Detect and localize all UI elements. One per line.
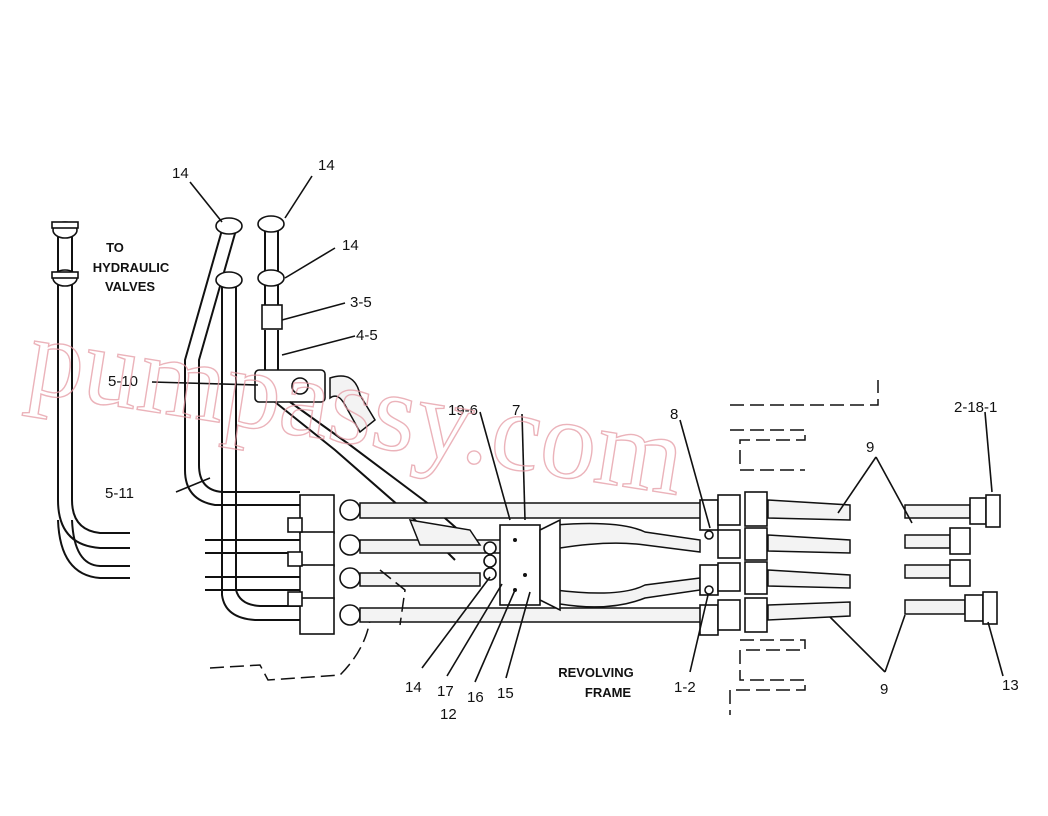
horizontal-hoses-left: [205, 500, 371, 681]
label-frame: FRAME: [585, 685, 632, 700]
main-hoses: [359, 502, 716, 623]
part-14-b: 14: [318, 157, 335, 174]
label-revolving: REVOLVING: [558, 665, 634, 680]
leader-lines: [151, 175, 1004, 683]
part-5-11: 5-11: [105, 485, 134, 502]
right-hoses: [767, 499, 851, 621]
part-14-a: 14: [172, 165, 189, 182]
label-hydraulic: HYDRAULIC: [93, 260, 170, 275]
label-to: TO: [106, 240, 124, 255]
tee-fitting: [254, 369, 471, 561]
swivel-block: [408, 518, 561, 612]
part-1-2: 1-2: [674, 679, 696, 696]
part-5-10: 5-10: [108, 373, 138, 390]
part-2-18-1: 2-18-1: [954, 399, 997, 416]
part-15: 15: [497, 685, 514, 702]
part-16: 16: [467, 689, 484, 706]
part-19-6: 19-6: [448, 402, 478, 419]
part-13: 13: [1002, 677, 1019, 694]
pipes-to-valves: [51, 221, 130, 579]
part-14-d: 14: [405, 679, 422, 696]
left-manifold: [287, 494, 361, 635]
cylinder-fittings: [904, 494, 1001, 625]
part-17: 17: [437, 683, 454, 700]
label-valves: VALVES: [105, 279, 155, 294]
part-4-5: 4-5: [356, 327, 378, 344]
right-manifold: [699, 491, 768, 636]
part-9-a: 9: [866, 439, 874, 456]
frame-outline: [379, 380, 879, 715]
part-9-b: 9: [880, 681, 888, 698]
part-12: 12: [440, 706, 457, 723]
part-3-5: 3-5: [350, 294, 372, 311]
part-8: 8: [670, 406, 678, 423]
upper-supply-pipes: [184, 215, 300, 506]
part-7: 7: [512, 402, 520, 419]
part-14-c: 14: [342, 237, 359, 254]
